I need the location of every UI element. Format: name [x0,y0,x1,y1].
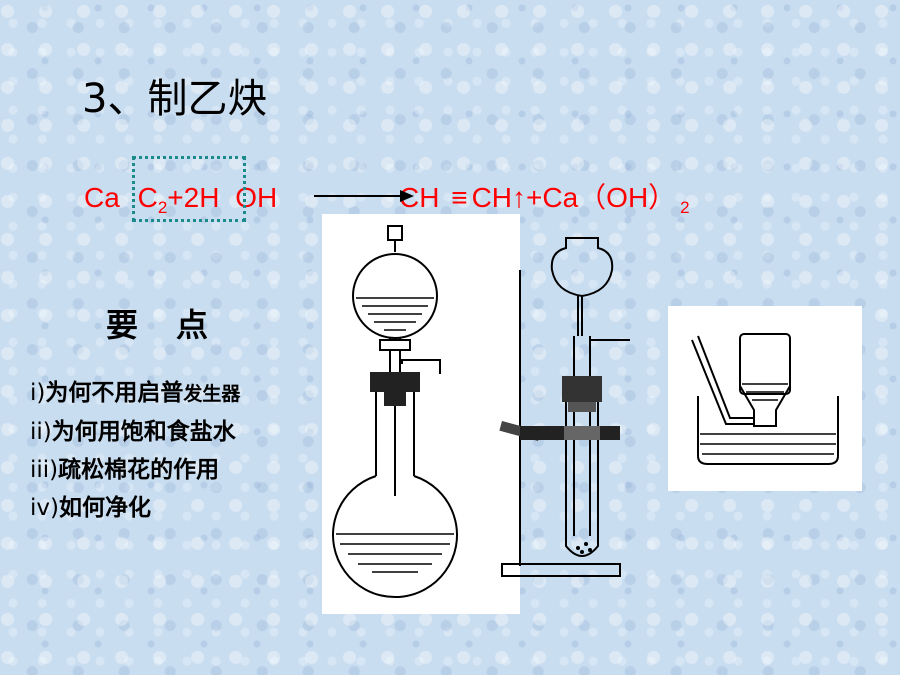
gas-collection-panel [668,306,862,491]
product-rest: CH↑+Ca（OH） [471,182,677,213]
list-item: iii)疏松棉花的作用 [30,457,220,483]
reaction-equation: Ca C2+2H OH CH ≡CH↑+Ca（OH）2 [84,176,690,218]
reaction-arrow-icon [314,190,414,202]
list-item: iv)如何净化 [30,495,151,521]
carbon-symbol: C [137,182,158,213]
reactant-c2: C2 [138,182,168,218]
list-item: ii)为何用饱和食盐水 [30,419,236,445]
water-coefficient: +2H [167,182,220,213]
list-item: i)为何不用启普发生器 [30,380,241,406]
key-points-list: i)为何不用启普发生器 ii)为何用饱和食盐水 iii)疏松棉花的作用 iv)如… [30,374,240,527]
key-points-heading: 要点 [106,306,247,344]
highlight-dotted-box [132,156,246,222]
reactant-ca: Ca [84,182,120,213]
slide-title: 3、制乙炔 [82,76,268,122]
test-tube-stand-panel [490,226,650,596]
flask-apparatus-panel [322,214,520,614]
test-tube-stand-icon [499,237,630,577]
product-subscript: 2 [680,198,690,217]
carbon-subscript: 2 [157,198,168,217]
hydroxide-oh: OH [235,182,278,213]
separatory-funnel-flask-icon [332,225,458,599]
gas-collection-trough-icon [691,333,839,465]
triple-bond-symbol: ≡ [451,182,468,213]
